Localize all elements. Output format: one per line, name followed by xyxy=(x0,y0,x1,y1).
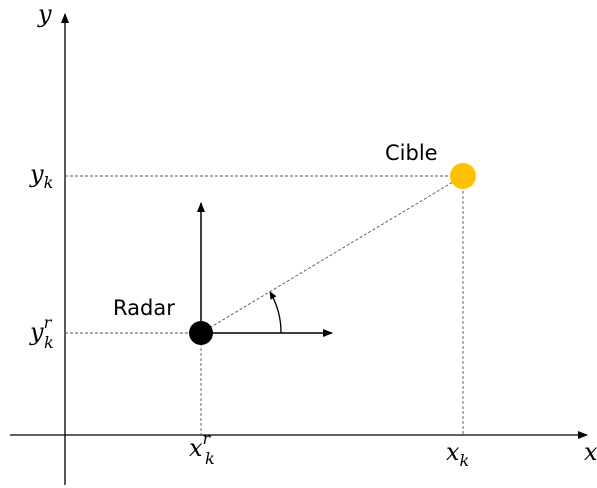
radar-label: Radar xyxy=(113,296,175,320)
target-label: Cible xyxy=(385,141,438,165)
target-point xyxy=(450,163,476,189)
bearing-angle-arc xyxy=(269,291,282,334)
tick-label-xk: xk xyxy=(446,438,469,470)
radar-point xyxy=(189,321,213,345)
line-of-sight xyxy=(200,175,464,334)
tick-label-yk: yk xyxy=(29,160,53,192)
x-axis-label: x xyxy=(584,438,597,466)
y-axis-label: y xyxy=(37,0,52,28)
